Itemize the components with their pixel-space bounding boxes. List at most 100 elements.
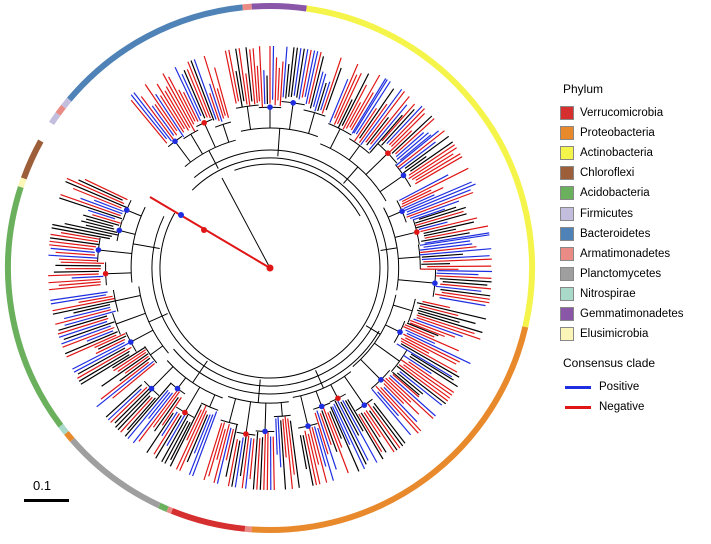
leaf-branch bbox=[152, 391, 180, 428]
legend-item-gemmatimonadetes: Gemmatimonadetes bbox=[560, 304, 708, 324]
leaf-branch bbox=[235, 70, 243, 108]
subclade-arc bbox=[215, 121, 232, 128]
subclade-stem bbox=[288, 102, 294, 130]
leaf-branch bbox=[148, 391, 171, 419]
node-dot bbox=[335, 395, 341, 402]
node-dot bbox=[267, 104, 273, 110]
leaf-branch bbox=[415, 213, 467, 229]
leaf-branch bbox=[333, 74, 358, 125]
leaf-branch bbox=[382, 378, 420, 415]
leaf-branch bbox=[403, 333, 460, 363]
subclade-stem bbox=[308, 112, 316, 134]
subclade-stem bbox=[222, 124, 230, 143]
leaf-branch bbox=[372, 406, 404, 447]
leaf-branch bbox=[440, 288, 491, 297]
leaf-branch bbox=[383, 383, 405, 405]
leaf-branch bbox=[138, 388, 179, 442]
leaf-branch bbox=[403, 156, 427, 174]
node-dot bbox=[123, 207, 130, 213]
leaf-branch bbox=[401, 189, 432, 205]
subclade-stem bbox=[174, 141, 191, 163]
legend-label: Verrucomicrobia bbox=[580, 107, 664, 120]
leaf-branch bbox=[256, 438, 261, 490]
leaf-branch bbox=[307, 433, 321, 485]
leaf-branch bbox=[418, 206, 457, 220]
phylum-legend-title: Phylum bbox=[563, 82, 604, 96]
leaf-branch bbox=[175, 405, 207, 470]
leaf-branch bbox=[203, 423, 223, 481]
leaf-branch bbox=[162, 73, 196, 132]
leaf-branch bbox=[416, 317, 481, 340]
leaf-branch bbox=[410, 353, 454, 381]
leaf-branch bbox=[418, 221, 448, 231]
leaf-branch bbox=[186, 409, 202, 441]
leaf-branch bbox=[354, 107, 377, 142]
leaf-branch bbox=[164, 90, 190, 131]
subclade-stem bbox=[209, 394, 216, 408]
leaf-branch bbox=[85, 224, 118, 233]
leaf-branch bbox=[409, 141, 454, 172]
leaf-branch bbox=[58, 281, 101, 286]
leaf-branch bbox=[155, 93, 185, 138]
leaf-branch bbox=[345, 102, 362, 129]
leaf-branch bbox=[52, 223, 112, 237]
leaf-branch bbox=[183, 70, 206, 119]
leaf-branch bbox=[66, 177, 125, 205]
leaf-branch bbox=[399, 141, 436, 170]
backbone-arc bbox=[173, 330, 380, 395]
legend-item-nitrospirae: Nitrospirae bbox=[560, 284, 708, 304]
leaf-branch bbox=[214, 67, 230, 118]
leaf-branch bbox=[412, 208, 446, 221]
leaf-branch bbox=[216, 427, 232, 484]
ring-segment-firmicutes bbox=[61, 97, 72, 109]
leaf-branch bbox=[331, 406, 351, 445]
leaf-branch bbox=[359, 88, 395, 139]
leaf-branch bbox=[419, 305, 459, 317]
ring-segment-elusimicrobia bbox=[17, 177, 27, 188]
subclade-arc bbox=[112, 289, 119, 312]
subclade-stem bbox=[246, 106, 252, 130]
subclade-stem bbox=[98, 249, 132, 254]
phylum-ring bbox=[4, 2, 535, 533]
root-branch-red bbox=[149, 196, 271, 269]
leaf-branch bbox=[373, 402, 406, 444]
leaf-branch bbox=[272, 45, 275, 100]
leaf-branch bbox=[290, 47, 298, 98]
leaf-branch bbox=[238, 48, 248, 105]
leaf-branch bbox=[144, 84, 178, 132]
leaf-branch bbox=[58, 315, 108, 331]
node-dot bbox=[243, 431, 249, 437]
leaf-branch bbox=[404, 135, 450, 169]
leaf-branch bbox=[94, 333, 126, 349]
leaf-branch bbox=[113, 349, 146, 372]
leaf-branch bbox=[399, 371, 443, 406]
leaf-branch bbox=[333, 403, 366, 470]
subclade-stem bbox=[280, 402, 283, 417]
leaf-branch bbox=[375, 385, 419, 434]
legend-label: Proteobacteria bbox=[580, 127, 655, 140]
leaf-branch bbox=[72, 341, 125, 370]
leaf-branch bbox=[390, 112, 426, 148]
node-dot bbox=[399, 208, 405, 215]
leaf-branch bbox=[299, 435, 308, 470]
leaf-branch bbox=[60, 232, 100, 240]
subclade-stem bbox=[264, 403, 267, 432]
leaf-branch bbox=[406, 322, 439, 337]
ring-segment-firmicutes bbox=[48, 112, 61, 126]
ring-segment-armatimonadetes bbox=[166, 506, 173, 514]
leaf-branch bbox=[392, 371, 420, 396]
leaf-branch bbox=[130, 94, 168, 140]
scale-bar: 0.1 bbox=[24, 478, 70, 502]
leaf-branch bbox=[60, 261, 105, 264]
leaf-branch bbox=[73, 304, 111, 314]
leaf-branch bbox=[421, 232, 470, 242]
leaf-branch bbox=[308, 425, 320, 465]
leaf-branch bbox=[408, 147, 457, 180]
legend-label: Acidobacteria bbox=[580, 187, 650, 200]
leaf-branch bbox=[259, 437, 264, 490]
legend-label: Negative bbox=[599, 401, 645, 414]
node-dot bbox=[182, 409, 188, 416]
leaf-branch bbox=[81, 220, 115, 230]
